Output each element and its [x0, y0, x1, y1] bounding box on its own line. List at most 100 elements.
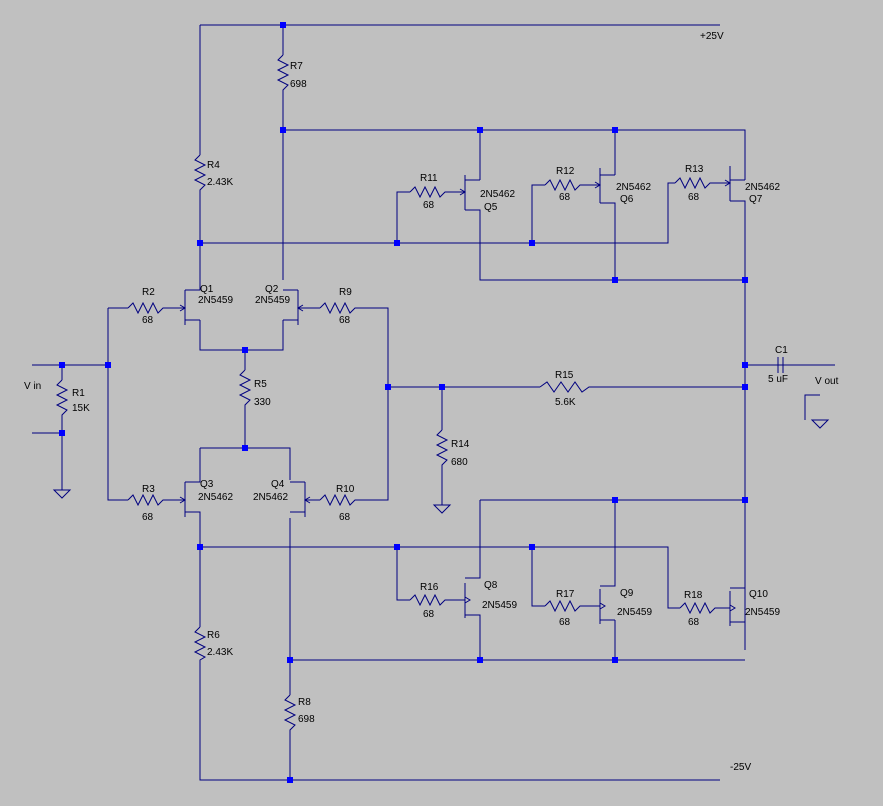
c1-symbol [745, 357, 835, 373]
r3-ref-label: R3 [142, 484, 155, 495]
r16-ref-label: R16 [420, 582, 439, 593]
r9-value-label: 68 [339, 315, 351, 326]
r11-value-label: 68 [423, 200, 435, 211]
q1-ref-label: Q1 [200, 284, 214, 295]
r10-ref-label: R10 [336, 484, 355, 495]
r10-value-label: 68 [339, 512, 351, 523]
r1-ref-label: R1 [72, 388, 85, 399]
q8-symbol [455, 575, 481, 620]
input-label: V in [24, 381, 41, 392]
q2-symbol [283, 289, 320, 325]
r6-value-label: 2.43K [207, 647, 233, 658]
resistor-labels: R1 15K R2 68 R3 68 R4 2.43K R5 330 R6 2.… [72, 61, 704, 725]
q8-ref-label: Q8 [484, 580, 498, 591]
r9-ref-label: R9 [339, 287, 352, 298]
c1-ref-label: C1 [775, 345, 788, 356]
r14-value-label: 680 [451, 457, 468, 468]
wires [32, 24, 835, 781]
q4-ref-label: Q4 [271, 479, 285, 490]
r1-symbol [55, 379, 69, 420]
r10-symbol [319, 493, 365, 507]
r3-symbol [127, 493, 173, 507]
r1-value-label: 15K [72, 403, 90, 414]
r16-symbol [409, 593, 455, 607]
r15-ref-label: R15 [555, 370, 574, 381]
r13-symbol [674, 176, 720, 190]
ground-symbols [52, 419, 830, 514]
r17-ref-label: R17 [556, 589, 575, 600]
r14-symbol [435, 429, 449, 472]
r4-ref-label: R4 [207, 160, 220, 171]
r12-ref-label: R12 [556, 166, 575, 177]
q5-symbol [455, 175, 481, 215]
q1-symbol [173, 280, 201, 325]
r2-symbol [127, 301, 173, 315]
r2-ref-label: R2 [142, 287, 155, 298]
q10-symbol [725, 587, 745, 626]
r2-value-label: 68 [142, 315, 154, 326]
r15-symbol [539, 381, 590, 393]
r8-ref-label: R8 [298, 697, 311, 708]
q3-ref-label: Q3 [200, 479, 214, 490]
r18-value-label: 68 [688, 617, 700, 628]
junction-dots [59, 22, 748, 783]
q3-symbol [173, 480, 201, 518]
q2-ref-label: Q2 [265, 284, 279, 295]
c1-value-label: 5 uF [768, 374, 788, 385]
r12-symbol [544, 178, 590, 192]
q2-part-label: 2N5459 [255, 295, 290, 306]
q5-ref-label: Q5 [484, 202, 498, 213]
r17-symbol [544, 599, 590, 613]
r3-value-label: 68 [142, 512, 154, 523]
q4-part-label: 2N5462 [253, 492, 288, 503]
r4-symbol [193, 154, 207, 195]
q4-symbol [290, 481, 320, 517]
ground-icon [52, 489, 72, 499]
r8-value-label: 698 [298, 714, 315, 725]
positive-rail-label: +25V [700, 31, 724, 42]
r7-value-label: 698 [290, 79, 307, 90]
r4-value-label: 2.43K [207, 177, 233, 188]
resistor-bodies [55, 54, 725, 735]
q1-part-label: 2N5459 [198, 295, 233, 306]
ground-icon [810, 419, 830, 429]
r18-symbol [679, 601, 725, 615]
r12-value-label: 68 [559, 192, 571, 203]
q6-part-label: 2N5462 [616, 182, 651, 193]
negative-rail-label: -25V [730, 762, 751, 773]
r9-symbol [319, 301, 365, 315]
r11-ref-label: R11 [420, 173, 438, 184]
q5-part-label: 2N5462 [480, 189, 515, 200]
q7-ref-label: Q7 [749, 194, 763, 205]
r14-ref-label: R14 [451, 439, 470, 450]
r5-symbol [238, 369, 252, 412]
q6-ref-label: Q6 [620, 194, 634, 205]
r18-ref-label: R18 [684, 590, 703, 601]
output-label: V out [815, 376, 839, 387]
r13-value-label: 68 [688, 192, 700, 203]
q7-symbol [720, 166, 746, 215]
r8-symbol [283, 694, 297, 735]
q10-part-label: 2N5459 [745, 607, 780, 618]
q9-symbol [590, 580, 616, 624]
q3-part-label: 2N5462 [198, 492, 233, 503]
r15-value-label: 5.6K [555, 397, 576, 408]
r13-ref-label: R13 [685, 164, 704, 175]
r11-symbol [409, 185, 455, 199]
r17-value-label: 68 [559, 617, 571, 628]
q6-symbol [590, 168, 616, 210]
transistor-labels: Q1 2N5459 Q2 2N5459 Q3 2N5462 Q4 2N5462 … [198, 182, 780, 618]
r7-symbol [276, 54, 290, 95]
r5-value-label: 330 [254, 397, 271, 408]
r5-ref-label: R5 [254, 379, 267, 390]
transistor-bodies [173, 166, 746, 626]
q9-ref-label: Q9 [620, 588, 634, 599]
r7-ref-label: R7 [290, 61, 303, 72]
ground-icon [432, 504, 452, 514]
r16-value-label: 68 [423, 609, 435, 620]
r6-symbol [193, 626, 207, 665]
q7-part-label: 2N5462 [745, 182, 780, 193]
q8-part-label: 2N5459 [482, 600, 517, 611]
r6-ref-label: R6 [207, 630, 220, 641]
